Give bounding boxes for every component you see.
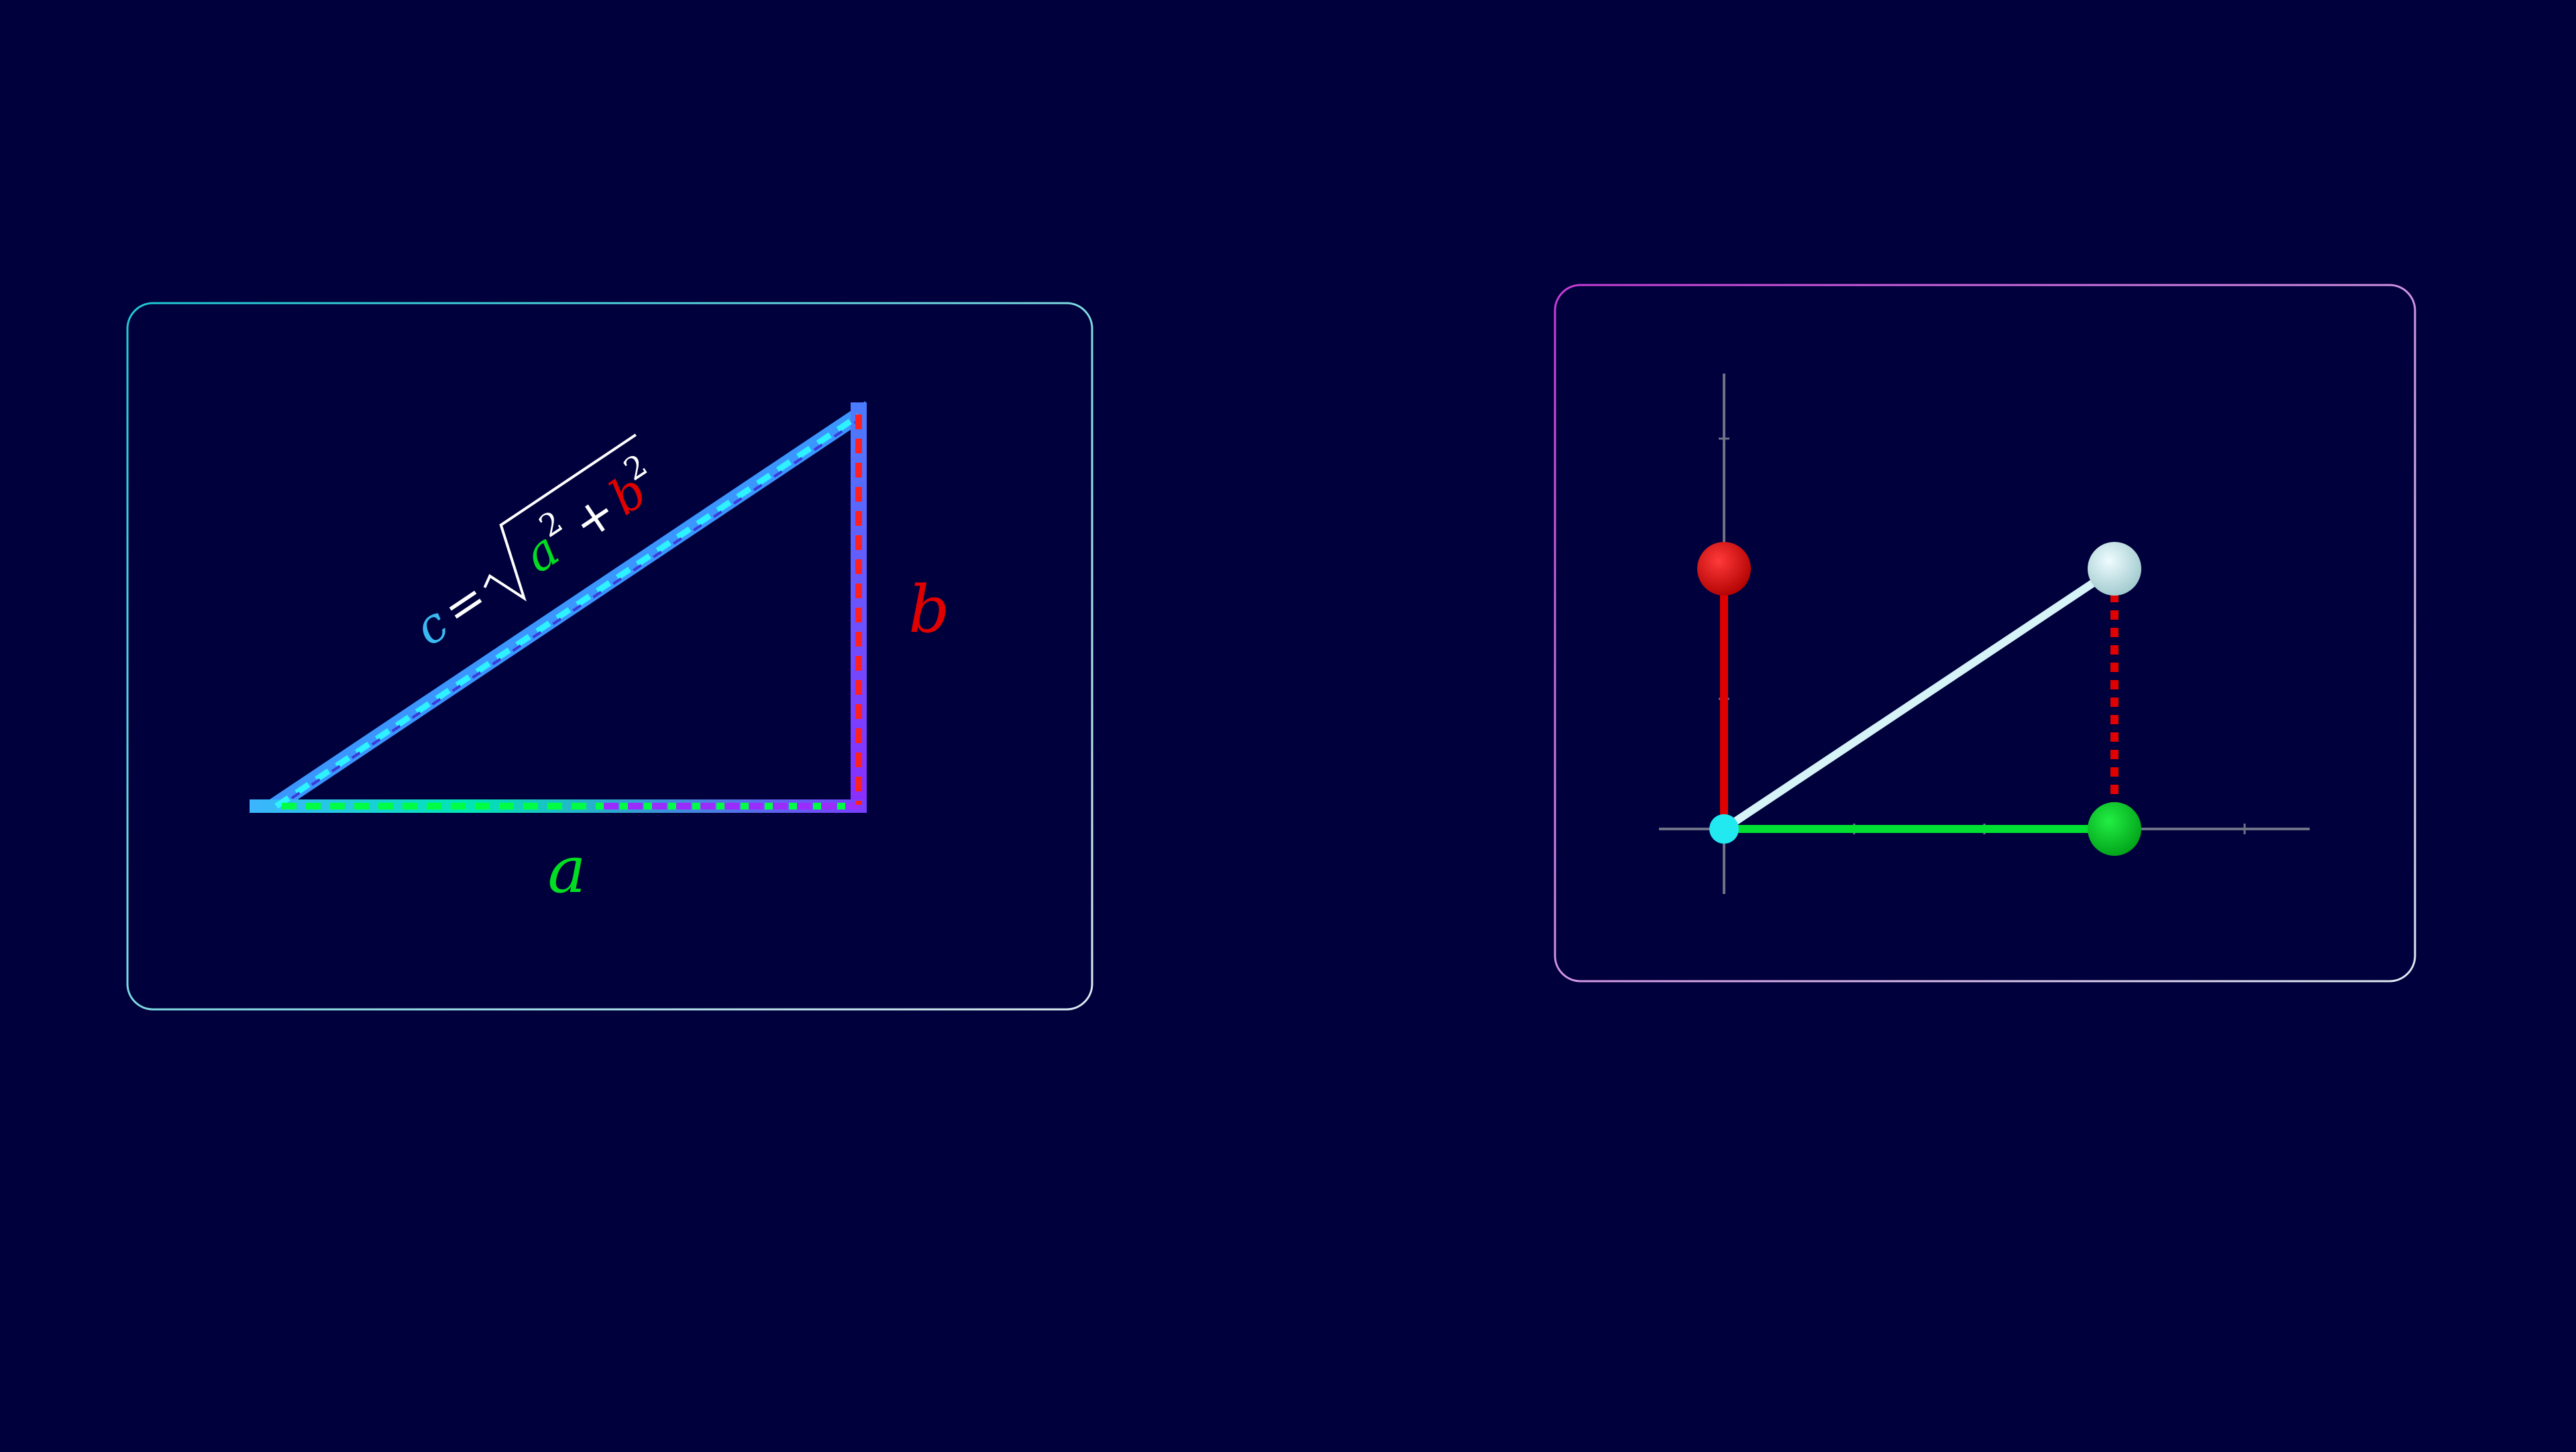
point-c-ball: [2088, 542, 2141, 596]
right-panel: [1554, 284, 2416, 983]
side-a-label: a: [547, 832, 586, 907]
hypotenuse-segment: [1721, 565, 2117, 832]
coordinate-diagram: [1697, 542, 2141, 856]
coordinate-axes: [1659, 374, 2310, 894]
hypotenuse-dash-inner: [280, 420, 859, 806]
side-b-label: b: [908, 572, 949, 647]
point-b-ball: [1697, 542, 1751, 596]
left-panel: a b c = a 2 + b 2: [126, 302, 1093, 1011]
left-panel-frame: [126, 302, 1093, 1011]
right-triangle: [250, 401, 867, 813]
point-a-ball: [2088, 802, 2141, 856]
formula-radical-sign: [483, 433, 637, 602]
hypotenuse-band: [250, 401, 865, 813]
hypotenuse-dash: [274, 413, 861, 809]
right-panel-frame: [1554, 284, 2416, 983]
origin-point: [1709, 814, 1739, 844]
